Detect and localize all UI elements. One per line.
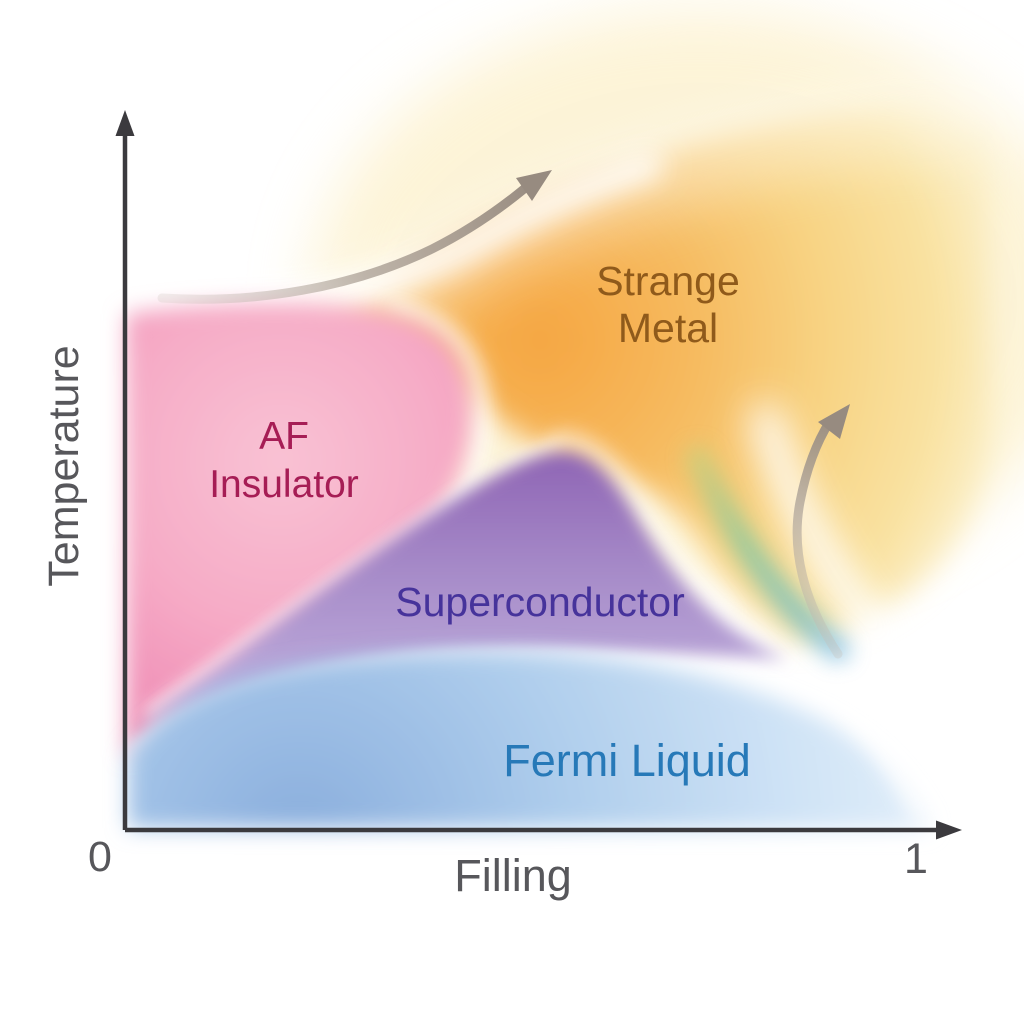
fermi-liquid-label: Fermi Liquid: [503, 735, 751, 786]
axes: [115, 110, 962, 840]
y-axis-arrowhead-icon: [115, 110, 135, 136]
transition-fringe: [686, 446, 850, 662]
strange-metal-label-line1: Strange: [596, 258, 740, 304]
crossover-gap-right: [749, 403, 901, 655]
x-tick-min: 0: [88, 833, 112, 881]
crossover-arrow-right-shaft: [792, 416, 843, 659]
region-superconductor: [142, 452, 788, 726]
fermi-liquid-fade-right: [833, 681, 929, 823]
x-axis-arrowhead-icon: [936, 820, 962, 840]
crossover-arrow-right-head: [818, 404, 850, 439]
strange-metal-label-line2: Metal: [618, 305, 718, 351]
region-fermi-liquid: [128, 651, 931, 829]
crossover-arrow-right: [792, 404, 850, 659]
x-tick-max: 1: [904, 835, 928, 883]
af-insulator-label-line1: AF: [259, 415, 309, 458]
crossover-arrow-top-head: [516, 170, 552, 201]
y-axis-label: Temperature: [40, 345, 88, 586]
crossover-gap-left: [126, 152, 664, 320]
af-insulator-label-line2: Insulator: [209, 463, 359, 506]
superconductor-halo-top: [553, 433, 731, 619]
region-af-insulator: [126, 303, 471, 758]
x-axis-label: Filling: [454, 850, 572, 901]
superconductor-label: Superconductor: [395, 579, 684, 625]
crossover-arrow-top-shaft: [157, 184, 529, 304]
crossover-arrow-top: [157, 170, 552, 304]
